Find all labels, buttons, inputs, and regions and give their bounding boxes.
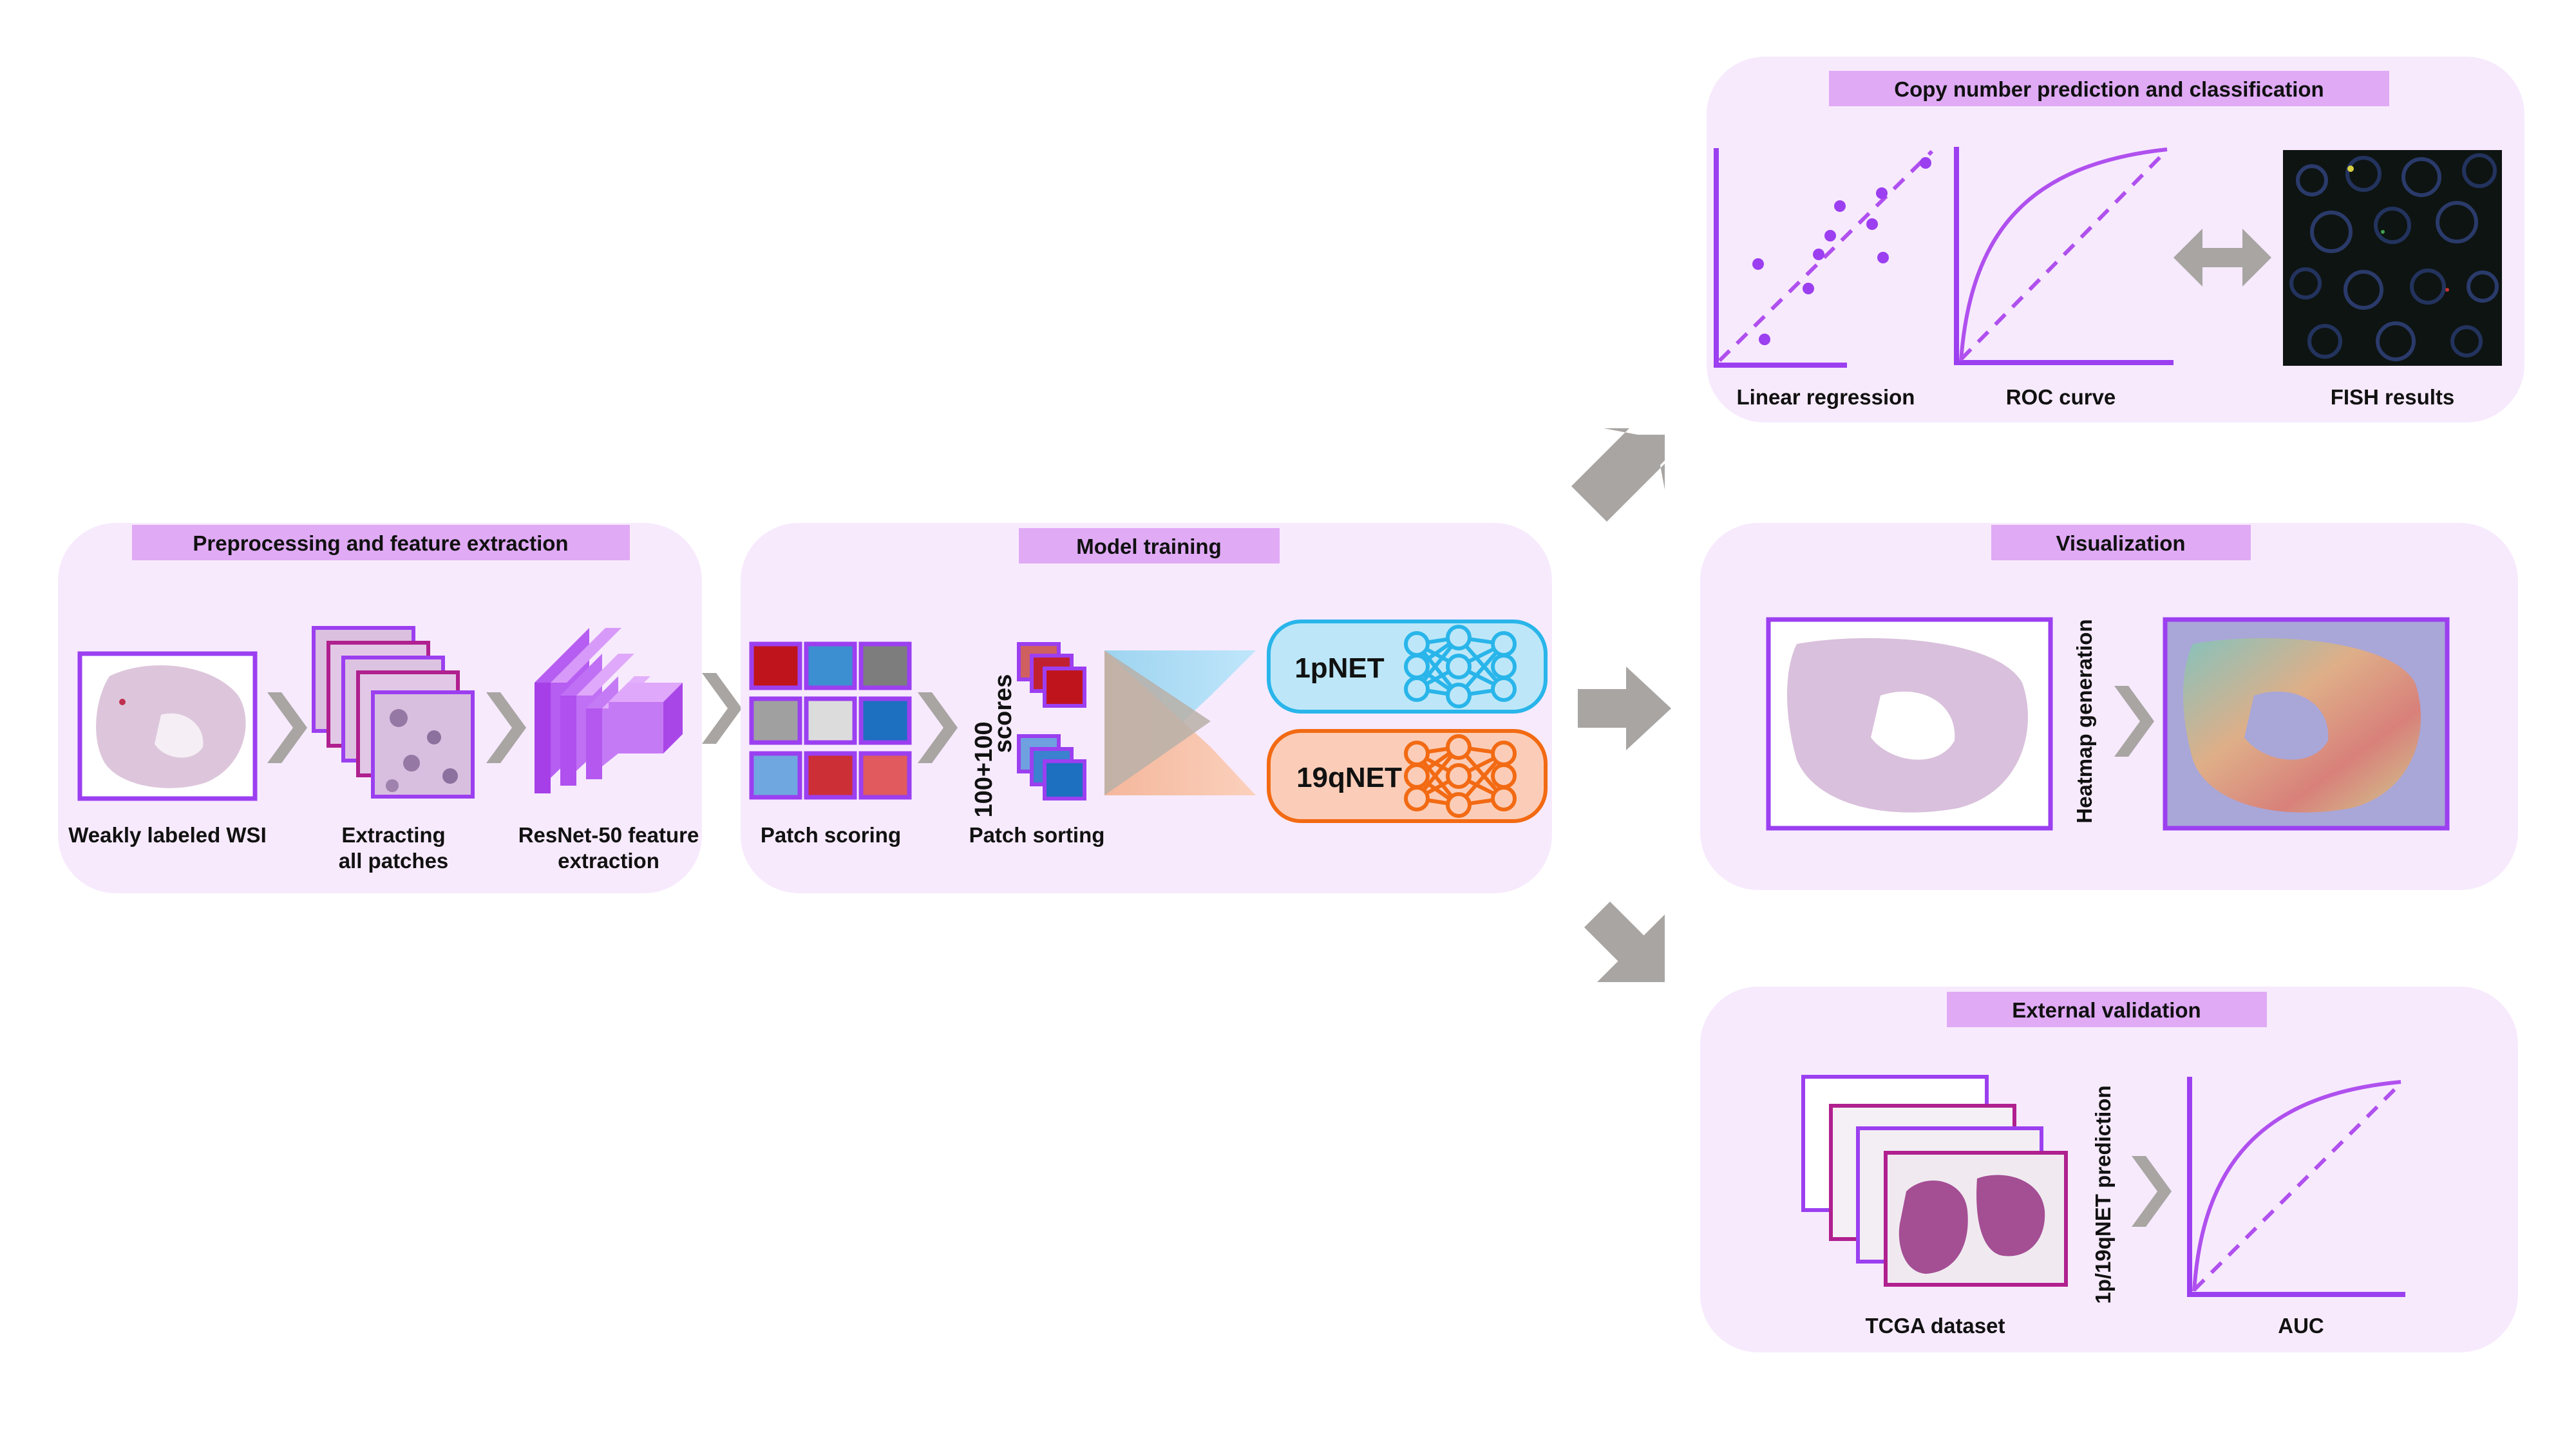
resnet-label-line1: ResNet-50 feature: [518, 823, 699, 847]
fish-results-label: FISH results: [2331, 385, 2455, 409]
data-point: [1824, 230, 1836, 242]
auc-label: AUC: [2278, 1314, 2324, 1338]
roc-curve-plot: [1954, 147, 2174, 365]
roc-curve-label: ROC curve: [2006, 385, 2116, 409]
funnel-graphic: [1104, 650, 1256, 795]
resnet-block-icon: [535, 628, 683, 793]
linear-regression-plot: [1714, 148, 1934, 368]
heatmap-generation-label: Heatmap generation: [2072, 619, 2096, 823]
extract-label-line1: Extracting: [341, 823, 445, 847]
neural-network-icon: [1404, 734, 1517, 818]
data-point: [1876, 187, 1888, 199]
external-validation-title: External validation: [2012, 998, 2201, 1022]
resnet-label-line2: extraction: [558, 849, 659, 873]
neural-network-icon: [1404, 625, 1517, 708]
preprocessing-title-bar: [132, 525, 630, 560]
copy-number-title-bar: [1829, 71, 2389, 106]
model-training-panel: Model training Patch scoring 100+100 sco…: [741, 523, 1552, 893]
arrow-right-icon: [1578, 667, 1671, 750]
data-point: [1752, 258, 1764, 270]
net-1p-label: 1pNET: [1294, 652, 1384, 684]
linear-regression-label: Linear regression: [1737, 385, 1915, 409]
data-point: [1813, 249, 1824, 260]
model-training-title: Model training: [1076, 535, 1222, 558]
fish-image: [2283, 150, 2502, 366]
data-point: [1920, 157, 1931, 169]
visualization-title-bar: [1991, 525, 2251, 560]
data-point: [1759, 334, 1770, 345]
preprocessing-title: Preprocessing and feature extraction: [193, 531, 568, 555]
patch-stack-icon: [312, 626, 475, 799]
data-point: [1866, 218, 1878, 230]
copy-number-title: Copy number prediction and classificatio…: [1894, 77, 2324, 101]
wsi-thumbnail: [1766, 617, 2053, 831]
auc-curve-plot: [2187, 1077, 2405, 1297]
external-validation-panel: External validation TCGA dataset 1p/19qN…: [1700, 987, 2518, 1352]
arrow-up-right-icon: [1571, 428, 1665, 522]
copy-number-panel: Copy number prediction and classificatio…: [1707, 57, 2524, 422]
tcga-slide-stack: [1801, 1075, 2068, 1287]
extract-label-line2: all patches: [339, 849, 449, 873]
data-point: [1803, 283, 1814, 294]
heatmap-image: [2163, 617, 2450, 831]
wsi-label: Weakly labeled WSI: [68, 823, 267, 847]
net-19q-box: 19qNET: [1267, 729, 1548, 823]
scores-label-line2: scores: [990, 674, 1017, 753]
visualization-title: Visualization: [2056, 531, 2185, 555]
patch-sorting-icon: [1017, 642, 1086, 800]
visualization-panel: Visualization Heatmap generation: [1700, 523, 2518, 890]
net-19q-label: 19qNET: [1296, 762, 1402, 793]
chevron-icon: [702, 673, 742, 744]
patch-scoring-label: Patch scoring: [761, 823, 901, 847]
net-1p-box: 1pNET: [1267, 620, 1548, 714]
double-arrow-icon: [2174, 229, 2271, 287]
arrow-down-right-icon: [1584, 902, 1665, 982]
preprocessing-panel: Preprocessing and feature extraction Wea…: [58, 523, 702, 893]
external-validation-title-bar: [1947, 992, 2267, 1027]
patch-scoring-grid: [749, 641, 912, 800]
data-point: [1877, 252, 1889, 263]
wsi-thumbnail: [77, 651, 258, 801]
model-training-title-bar: [1019, 528, 1280, 564]
scores-label-line1: 100+100: [971, 722, 998, 818]
patch-sorting-label: Patch sorting: [969, 823, 1105, 847]
prediction-label: 1p/19qNET prediction: [2091, 1085, 2115, 1303]
tcga-dataset-label: TCGA dataset: [1866, 1314, 2005, 1338]
data-point: [1834, 200, 1846, 212]
